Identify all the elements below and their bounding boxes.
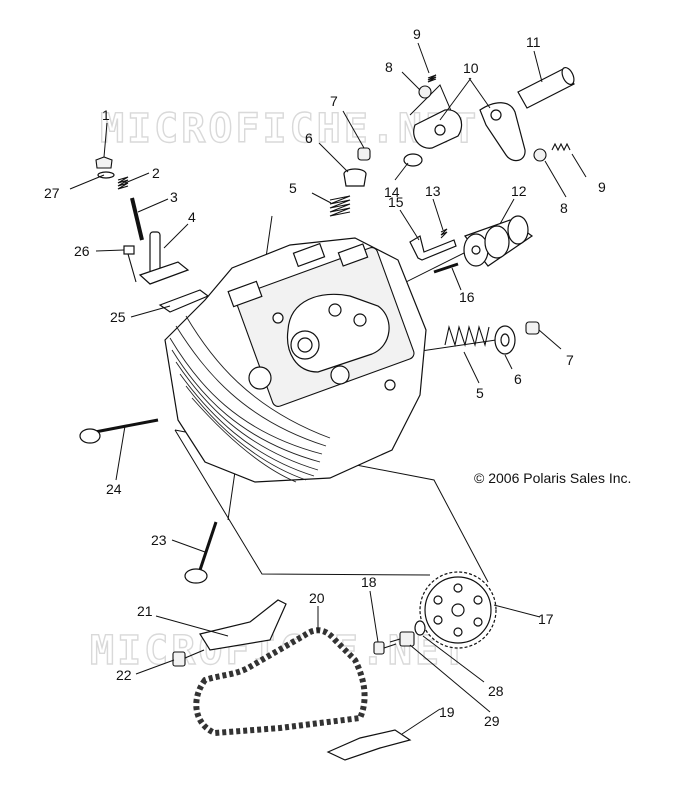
part-7-keeper-lower [525, 321, 540, 335]
part-27-washer [97, 171, 115, 179]
part-label: 6 [305, 130, 313, 146]
part-9-adjuster-lower [551, 142, 571, 152]
part-25-gasket [158, 289, 210, 313]
part-label: 22 [116, 667, 132, 683]
part-label: 7 [566, 352, 574, 368]
part-label: 20 [309, 590, 325, 606]
part-label: 12 [511, 183, 527, 199]
copyright-notice: © 2006 Polaris Sales Inc. [474, 470, 631, 486]
part-6-retainer-upper [343, 168, 367, 187]
part-19-tensioner-blade [326, 729, 412, 761]
part-10-rocker-arm-right [479, 102, 526, 162]
part-label: 8 [560, 200, 568, 216]
part-18-bolt [373, 641, 397, 655]
cooling-fins [169, 315, 331, 483]
part-8-nut-lower [533, 148, 547, 162]
part-5-spring-lower [444, 324, 490, 348]
part-label: 18 [361, 574, 377, 590]
part-21-chain-guide [199, 599, 287, 651]
part-7-keeper-upper [357, 147, 371, 161]
part-15-decomp-lever [409, 235, 457, 261]
part-14-washer [403, 153, 423, 167]
part-8-nut-upper [418, 85, 432, 99]
part-label: 1 [102, 107, 110, 123]
part-label: 3 [170, 189, 178, 205]
part-26-bolt [123, 245, 137, 283]
part-label: 14 [384, 184, 400, 200]
part-20-timing-chain [193, 627, 368, 737]
part-label: 15 [388, 194, 404, 210]
part-3-pin [130, 197, 144, 241]
part-label: 8 [385, 59, 393, 75]
part-label: 9 [598, 179, 606, 195]
label-leaders [69, 42, 587, 735]
part-label: 19 [439, 704, 455, 720]
part-label: 2 [152, 165, 160, 181]
part-label: 27 [44, 185, 60, 201]
part-13-spring [440, 228, 448, 239]
part-label: 17 [538, 611, 554, 627]
cylinder-head [164, 237, 427, 483]
part-label: 4 [188, 209, 196, 225]
part-label: 29 [484, 713, 500, 729]
part-label: 5 [289, 180, 297, 196]
valve-port-intake [248, 366, 272, 390]
part-label: 11 [526, 34, 541, 50]
part-label: 24 [106, 481, 122, 497]
part-23-valve [184, 521, 218, 584]
valve-port-exhaust [330, 365, 350, 385]
part-label: 13 [425, 183, 441, 199]
part-6-retainer-lower [494, 325, 516, 355]
part-5-spring-upper [329, 195, 351, 217]
part-2-spring [117, 176, 129, 190]
part-label: 25 [110, 309, 126, 325]
part-label: 7 [330, 93, 338, 109]
part-label: 21 [137, 603, 153, 619]
part-12-camshaft [463, 215, 534, 267]
part-1-cap [95, 156, 113, 169]
part-17-cam-sprocket [419, 571, 497, 649]
part-label: 5 [476, 385, 484, 401]
part-label: 10 [463, 60, 479, 76]
part-label: 28 [488, 683, 504, 699]
part-label: 26 [74, 243, 90, 259]
part-22-bolt [172, 649, 205, 667]
rocker-mount-boss [227, 280, 263, 308]
part-4-tensioner [138, 231, 190, 285]
part-29-bolt [389, 631, 415, 647]
part-11-rocker-shaft [517, 66, 575, 109]
part-24-valve [79, 418, 159, 444]
part-label: 23 [151, 532, 167, 548]
part-16-pin [433, 262, 459, 274]
part-labels: 1 2 3 4 5 5 6 6 7 7 8 8 9 9 10 11 12 13 … [44, 26, 606, 729]
part-label: 6 [514, 371, 522, 387]
part-9-adjuster-upper [427, 74, 437, 83]
part-label: 9 [413, 26, 421, 42]
part-28-washer [414, 620, 426, 636]
part-label: 16 [459, 289, 475, 305]
